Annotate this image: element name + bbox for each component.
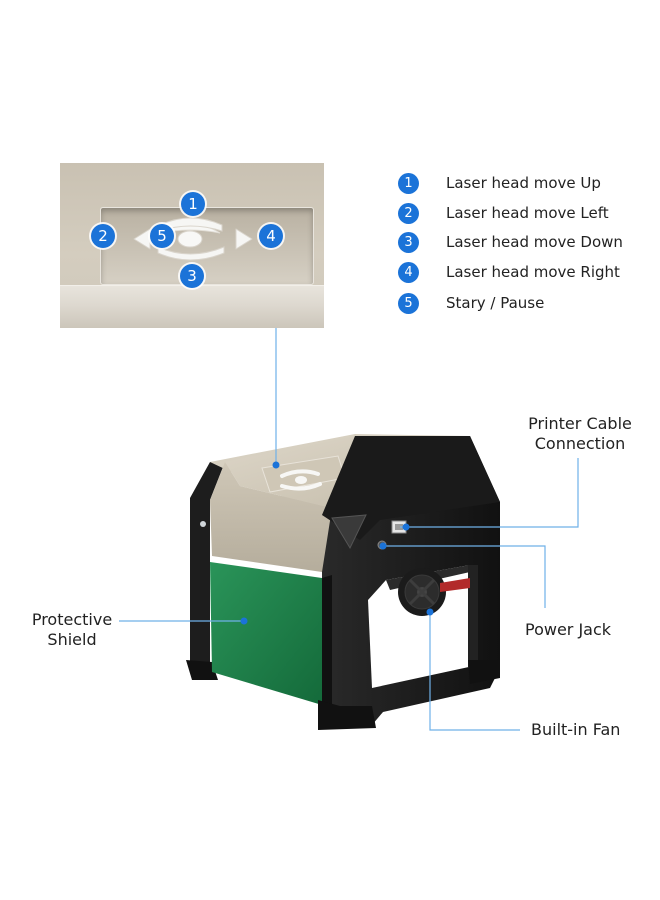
leader-dots	[240, 461, 434, 625]
leader-power-jack	[382, 545, 546, 608]
legend-number: 3	[398, 232, 419, 253]
fan	[398, 568, 470, 616]
leader-fan	[429, 612, 520, 731]
legend-label: Laser head move Right	[446, 263, 620, 281]
front-base	[318, 700, 376, 730]
printer-cable-line2: Connection	[534, 434, 626, 453]
center-key	[177, 230, 203, 248]
right-key	[235, 228, 253, 250]
builtin-fan-label: Built-in Fan	[531, 720, 621, 739]
badge-4: 4	[259, 224, 283, 248]
down-key	[157, 246, 225, 261]
left-frame	[190, 462, 225, 676]
badge-3: 3	[180, 264, 204, 288]
legend-label: Laser head move Up	[446, 174, 601, 192]
legend-number: 1	[398, 173, 419, 194]
protective-shield	[210, 562, 322, 705]
triangle-vent	[331, 514, 367, 550]
legend-item: 2 Laser head move Left	[396, 202, 646, 224]
front-panel	[210, 462, 332, 572]
badge-1: 1	[181, 192, 205, 216]
protective-shield-label: Protective Shield	[22, 610, 122, 650]
shield-line1: Protective	[31, 610, 113, 629]
shield-line2: Shield	[47, 630, 97, 649]
printer-cable-line1: Printer Cable	[528, 414, 632, 433]
legend-label: Laser head move Down	[446, 233, 623, 251]
legend-number: 5	[398, 293, 419, 314]
printer-cable-label: Printer Cable Connection	[520, 414, 640, 454]
badge-2: 2	[91, 224, 115, 248]
top-control-keys	[280, 469, 322, 491]
badge-5: 5	[150, 224, 174, 248]
leader-printer-cable	[400, 458, 579, 528]
panel-edge	[60, 285, 324, 328]
control-panel-closeup: 1 2 3 4 5	[60, 163, 324, 328]
power-jack-label: Power Jack	[525, 620, 612, 639]
legend-item: 1 Laser head move Up	[396, 172, 646, 194]
control-keys-drawing	[133, 217, 253, 261]
legend-item: 5 Stary / Pause	[396, 292, 646, 314]
legend-item: 4 Laser head move Right	[396, 261, 646, 283]
legend-number: 2	[398, 203, 419, 224]
legend-item: 3 Laser head move Down	[396, 231, 646, 253]
legend-number: 4	[398, 262, 419, 283]
legend-label: Laser head move Left	[446, 204, 609, 222]
interior-opening	[368, 565, 478, 688]
legend-label: Stary / Pause	[446, 294, 545, 312]
leader-lines	[119, 328, 579, 731]
